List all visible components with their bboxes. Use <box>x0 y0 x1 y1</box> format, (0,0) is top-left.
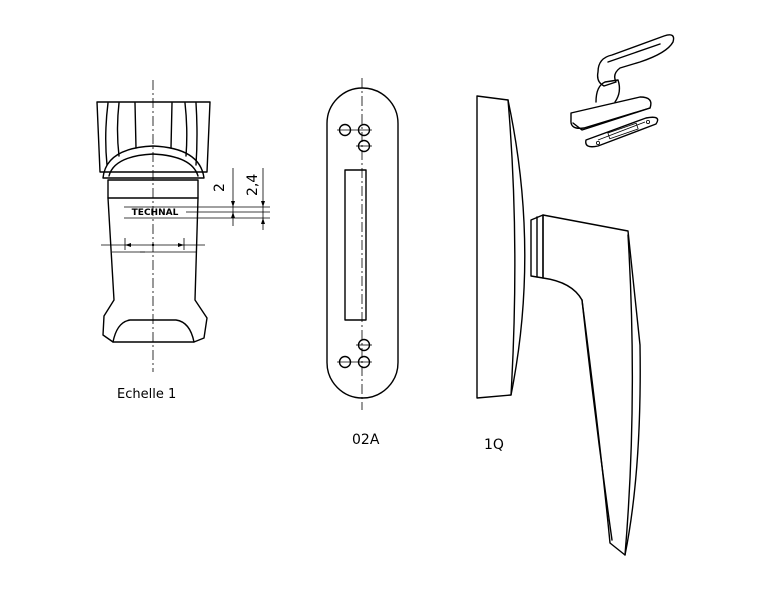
front-height-dimensions: 2 2,4 <box>186 168 270 230</box>
backplate-holes-top <box>337 123 372 153</box>
front-width-dimension <box>101 238 205 250</box>
backplate-view: 02A <box>326 78 399 448</box>
scale-label: Echelle 1 <box>117 387 176 402</box>
iso-base <box>570 96 652 130</box>
front-handle-body <box>102 179 208 343</box>
iso-lever <box>596 34 675 87</box>
backplate-outline <box>326 87 399 399</box>
side-view-label: 1Q <box>484 437 504 453</box>
dimension-label-2-4: 2,4 <box>245 174 261 196</box>
side-rose-plate <box>476 95 526 399</box>
backplate-slot <box>344 169 367 321</box>
backplate-label: 02A <box>352 432 380 448</box>
iso-neck <box>595 79 621 103</box>
front-view-handle: TECHNAL 2 2,4 Echelle 1 <box>96 80 270 402</box>
brand-logo-text: TECHNAL <box>132 208 179 218</box>
backplate-holes-bottom <box>337 338 372 369</box>
front-rose <box>96 101 211 173</box>
dimension-label-2: 2 <box>212 183 228 192</box>
side-view-handle <box>476 95 641 556</box>
front-dome-cap <box>102 145 205 179</box>
isometric-handle-view <box>570 34 675 148</box>
iso-backplate <box>585 116 659 148</box>
